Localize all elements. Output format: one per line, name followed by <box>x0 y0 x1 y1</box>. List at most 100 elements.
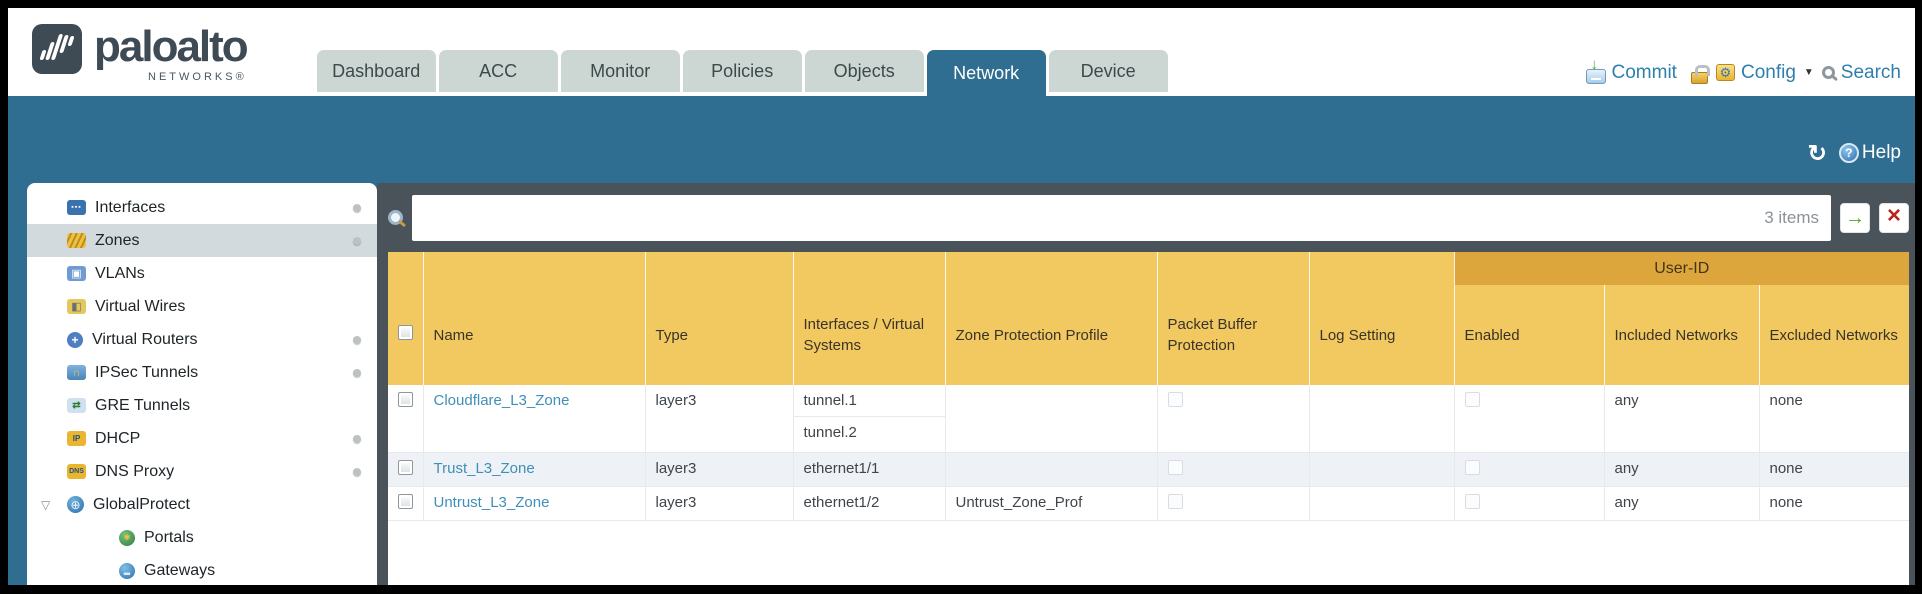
sidebar-item-virtual-wires[interactable]: Virtual Wires <box>27 290 377 323</box>
commit-icon <box>1585 56 1606 84</box>
enabled-checkbox[interactable] <box>1464 493 1480 509</box>
header-group-spacer <box>1308 252 1454 285</box>
enabled-checkbox[interactable] <box>1464 459 1480 475</box>
dns-proxy-icon <box>67 464 86 479</box>
search-button[interactable]: Search <box>1821 62 1901 84</box>
col-header-log-setting[interactable]: Log Setting <box>1308 285 1454 385</box>
top-actions: Commit ⚙ Config ▼ Search <box>1585 56 1915 84</box>
tab-policies[interactable]: Policies <box>682 50 802 92</box>
zone-name-link[interactable]: Trust_L3_Zone <box>433 459 535 477</box>
included-networks-cell: any <box>1603 486 1759 521</box>
zone-protection-profile-cell: Untrust_Zone_Prof <box>944 486 1157 521</box>
sidebar-item-gateways[interactable]: Gateways <box>27 554 377 585</box>
commit-button[interactable]: Commit <box>1585 56 1677 84</box>
select-all-header <box>388 285 423 385</box>
brand-name: paloalto <box>94 22 249 71</box>
zone-interfaces-cell: ethernet1/1 <box>792 452 945 487</box>
green-arrow-icon: → <box>1845 206 1865 229</box>
chevron-down-icon: ▼ <box>1803 67 1814 78</box>
zone-name-cell: Cloudflare_L3_Zone <box>422 385 645 453</box>
sidebar-item-dns-proxy[interactable]: DNS Proxy <box>27 455 377 488</box>
clear-filter-button[interactable]: × <box>1879 202 1909 233</box>
col-header-type[interactable]: Type <box>644 285 793 385</box>
zone-name-cell: Trust_L3_Zone <box>422 452 645 487</box>
row-checkbox[interactable] <box>398 459 413 475</box>
included-networks-cell: any <box>1603 385 1759 453</box>
row-select-cell <box>388 385 423 453</box>
sidebar-item-zones[interactable]: Zones <box>27 224 377 257</box>
zone-name-link[interactable]: Untrust_L3_Zone <box>433 493 550 511</box>
tab-device[interactable]: Device <box>1048 50 1168 92</box>
globalprotect-icon <box>67 496 84 513</box>
excluded-networks-cell: none <box>1758 385 1909 453</box>
lock-icon[interactable] <box>1690 64 1710 84</box>
main-nav-tabs: Dashboard ACC Monitor Policies Objects N… <box>316 50 1168 96</box>
row-checkbox[interactable] <box>398 392 413 407</box>
tab-dashboard[interactable]: Dashboard <box>316 50 436 92</box>
zone-type-cell: layer3 <box>644 385 793 453</box>
vlans-icon <box>67 266 86 281</box>
col-header-interfaces[interactable]: Interfaces / Virtual Systems <box>792 285 945 385</box>
packet-buffer-checkbox[interactable] <box>1167 493 1183 509</box>
status-dot <box>353 236 361 245</box>
red-x-icon: × <box>1886 202 1901 229</box>
refresh-icon[interactable]: ↻ <box>1807 140 1827 166</box>
sidebar-item-vlans[interactable]: VLANs <box>27 257 377 290</box>
packet-buffer-checkbox[interactable] <box>1167 392 1183 407</box>
config-icon: ⚙ <box>1715 64 1735 81</box>
user-id-enabled-cell <box>1453 452 1604 487</box>
sidebar-item-globalprotect[interactable]: ▽ GlobalProtect <box>27 488 377 521</box>
zone-name-link[interactable]: Cloudflare_L3_Zone <box>433 392 570 409</box>
log-setting-cell <box>1308 452 1454 487</box>
apply-filter-button[interactable]: → <box>1840 202 1870 233</box>
enabled-checkbox[interactable] <box>1464 392 1480 407</box>
interface-entry: ethernet1/1 <box>803 459 880 477</box>
zones-table-wrap: User-ID Name Type Interfaces / Virtual S… <box>388 252 1909 585</box>
row-select-cell <box>388 452 423 487</box>
sidebar-item-ipsec-tunnels[interactable]: IPSec Tunnels <box>27 356 377 389</box>
col-header-excluded-networks[interactable]: Excluded Networks <box>1758 285 1909 385</box>
column-header-row: Name Type Interfaces / Virtual Systems Z… <box>388 285 1909 385</box>
search-icon <box>1821 66 1835 79</box>
filter-search-box: 3 items <box>412 194 1831 241</box>
col-header-packet-buffer-protection[interactable]: Packet Buffer Protection <box>1156 285 1309 385</box>
tab-network[interactable]: Network <box>926 50 1046 96</box>
config-button[interactable]: ⚙ Config ▼ <box>1715 61 1814 84</box>
help-button[interactable]: ? Help <box>1838 142 1901 164</box>
app-window: paloalto NETWORKS® Dashboard ACC Monitor… <box>8 8 1915 585</box>
tab-monitor[interactable]: Monitor <box>560 50 680 92</box>
config-label: Config <box>1740 61 1796 83</box>
sidebar-item-virtual-routers[interactable]: Virtual Routers <box>27 323 377 356</box>
sidebar-item-gre-tunnels[interactable]: GRE Tunnels <box>27 389 377 422</box>
select-all-checkbox[interactable] <box>398 324 413 340</box>
col-header-included-networks[interactable]: Included Networks <box>1603 285 1759 385</box>
tab-acc[interactable]: ACC <box>438 50 558 92</box>
expand-triangle-icon[interactable]: ▽ <box>41 497 51 512</box>
commit-label: Commit <box>1611 61 1677 83</box>
packet-buffer-checkbox[interactable] <box>1167 459 1183 475</box>
col-header-name[interactable]: Name <box>422 285 645 385</box>
user-id-group-header: User-ID <box>1453 252 1909 285</box>
paloalto-logo-icon <box>32 24 82 74</box>
brand-text: paloalto NETWORKS® <box>94 22 249 96</box>
brand-subtitle: NETWORKS® <box>148 71 247 83</box>
status-dot <box>353 434 361 443</box>
log-setting-cell <box>1308 486 1454 521</box>
top-bar: paloalto NETWORKS® Dashboard ACC Monitor… <box>8 8 1915 96</box>
packet-buffer-protection-cell <box>1156 385 1309 453</box>
row-checkbox[interactable] <box>398 493 413 509</box>
filter-bar: 3 items → × <box>388 183 1909 252</box>
filter-input[interactable] <box>412 194 1765 241</box>
excluded-networks-cell: none <box>1758 452 1909 487</box>
dhcp-icon <box>67 431 86 446</box>
gateways-icon <box>119 562 135 579</box>
sidebar-item-portals[interactable]: Portals <box>27 521 377 554</box>
sidebar-item-dhcp[interactable]: DHCP <box>27 422 377 455</box>
log-setting-cell <box>1308 385 1454 453</box>
tab-objects[interactable]: Objects <box>804 50 924 92</box>
col-header-enabled[interactable]: Enabled <box>1453 285 1604 385</box>
col-header-zone-protection-profile[interactable]: Zone Protection Profile <box>944 285 1157 385</box>
sidebar-item-interfaces[interactable]: Interfaces <box>27 191 377 224</box>
interface-entry: tunnel.2 <box>803 424 857 441</box>
